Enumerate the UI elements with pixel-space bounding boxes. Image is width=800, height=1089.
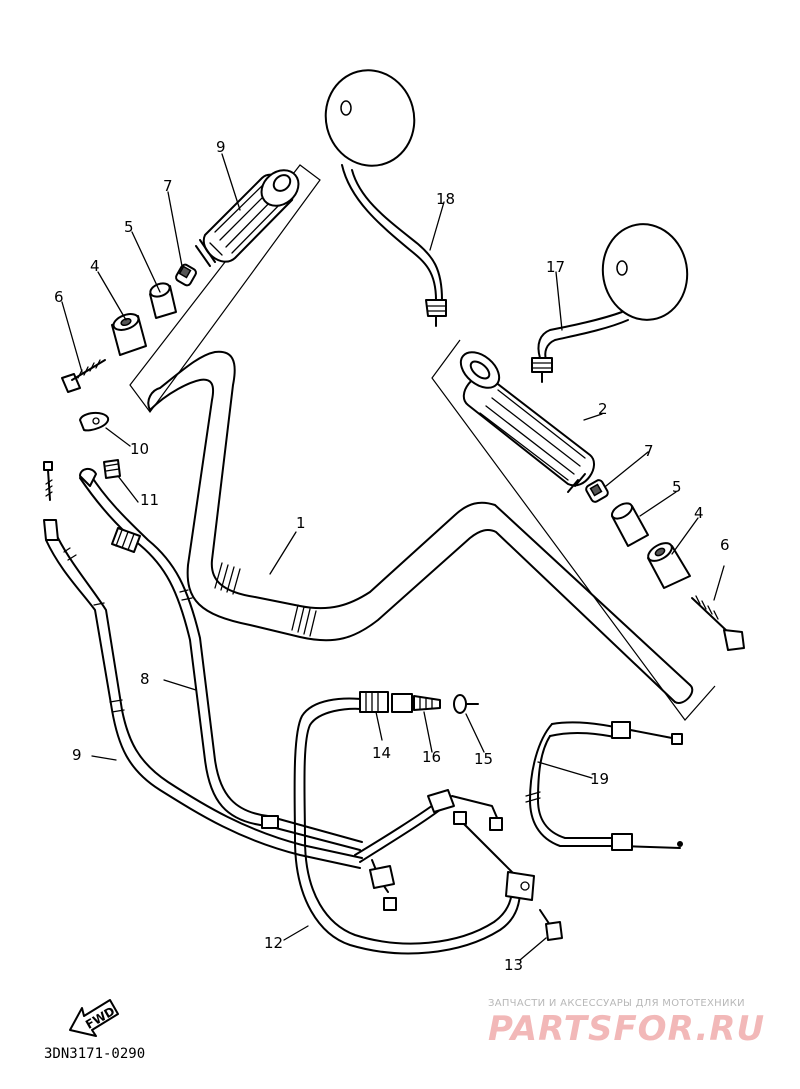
throttle-cable-8[interactable] xyxy=(79,468,363,851)
diagram-code: 3DN3171-0290 xyxy=(44,1046,145,1062)
cable-adjuster[interactable] xyxy=(391,693,441,713)
left-collar[interactable] xyxy=(175,263,198,287)
label-part-2: 2 xyxy=(598,400,608,418)
bracket-bolt[interactable] xyxy=(539,909,563,941)
left-mirror[interactable] xyxy=(315,60,447,327)
left-end-bolt[interactable] xyxy=(61,359,106,393)
label-part-4-right: 4 xyxy=(694,504,704,522)
left-grip[interactable] xyxy=(195,163,306,267)
watermark-logo: PARTSFOR.RU xyxy=(488,1009,765,1049)
washer-plate[interactable] xyxy=(79,412,110,432)
throttle-cable-9[interactable] xyxy=(43,461,363,869)
adjuster-locknut[interactable] xyxy=(453,694,479,714)
clutch-cable-12[interactable] xyxy=(293,691,521,955)
label-part-4-left: 4 xyxy=(90,257,100,275)
label-part-11: 11 xyxy=(140,491,159,509)
fwd-arrow: FWD xyxy=(69,999,119,1037)
label-part-19: 19 xyxy=(590,770,609,788)
label-part-8: 8 xyxy=(140,670,150,688)
label-part-9: 9 xyxy=(72,746,82,764)
label-part-5-left: 5 xyxy=(124,218,134,236)
right-bar-end-weight[interactable] xyxy=(645,539,691,589)
handlebar[interactable] xyxy=(129,164,716,721)
right-mirror[interactable] xyxy=(531,217,695,383)
left-bar-end-weight[interactable] xyxy=(111,311,147,356)
right-end-spacer[interactable] xyxy=(609,500,649,547)
right-end-bolt[interactable] xyxy=(691,595,745,651)
cable-19[interactable] xyxy=(525,721,683,851)
label-part-7-right: 7 xyxy=(644,442,654,460)
label-part-15: 15 xyxy=(474,750,493,768)
label-part-18: 18 xyxy=(436,190,455,208)
small-screw[interactable] xyxy=(103,459,121,479)
label-part-6-left: 6 xyxy=(54,288,64,306)
watermark-tagline: ЗАПЧАСТИ И АКСЕССУАРЫ ДЛЯ МОТОТЕХНИКИ xyxy=(488,998,745,1009)
part-labels: 9 7 5 4 6 10 11 18 17 1 2 7 5 4 6 8 9 14… xyxy=(54,138,730,974)
leader-lines xyxy=(61,153,725,961)
right-throttle-grip[interactable] xyxy=(454,345,596,493)
label-part-1: 1 xyxy=(296,514,306,532)
left-end-spacer[interactable] xyxy=(149,281,177,319)
right-collar[interactable] xyxy=(585,479,610,504)
label-part-7-left: 7 xyxy=(163,177,173,195)
label-part-13: 13 xyxy=(504,956,523,974)
label-part-17: 17 xyxy=(546,258,565,276)
cable-bracket[interactable] xyxy=(453,811,535,901)
cable-junction[interactable] xyxy=(354,789,503,911)
label-part-3: 9 xyxy=(216,138,226,156)
label-part-10: 10 xyxy=(130,440,149,458)
label-part-16: 16 xyxy=(422,748,441,766)
label-part-5-right: 5 xyxy=(672,478,682,496)
label-part-6-right: 6 xyxy=(720,536,730,554)
label-part-12: 12 xyxy=(264,934,283,952)
label-part-14: 14 xyxy=(372,744,391,762)
